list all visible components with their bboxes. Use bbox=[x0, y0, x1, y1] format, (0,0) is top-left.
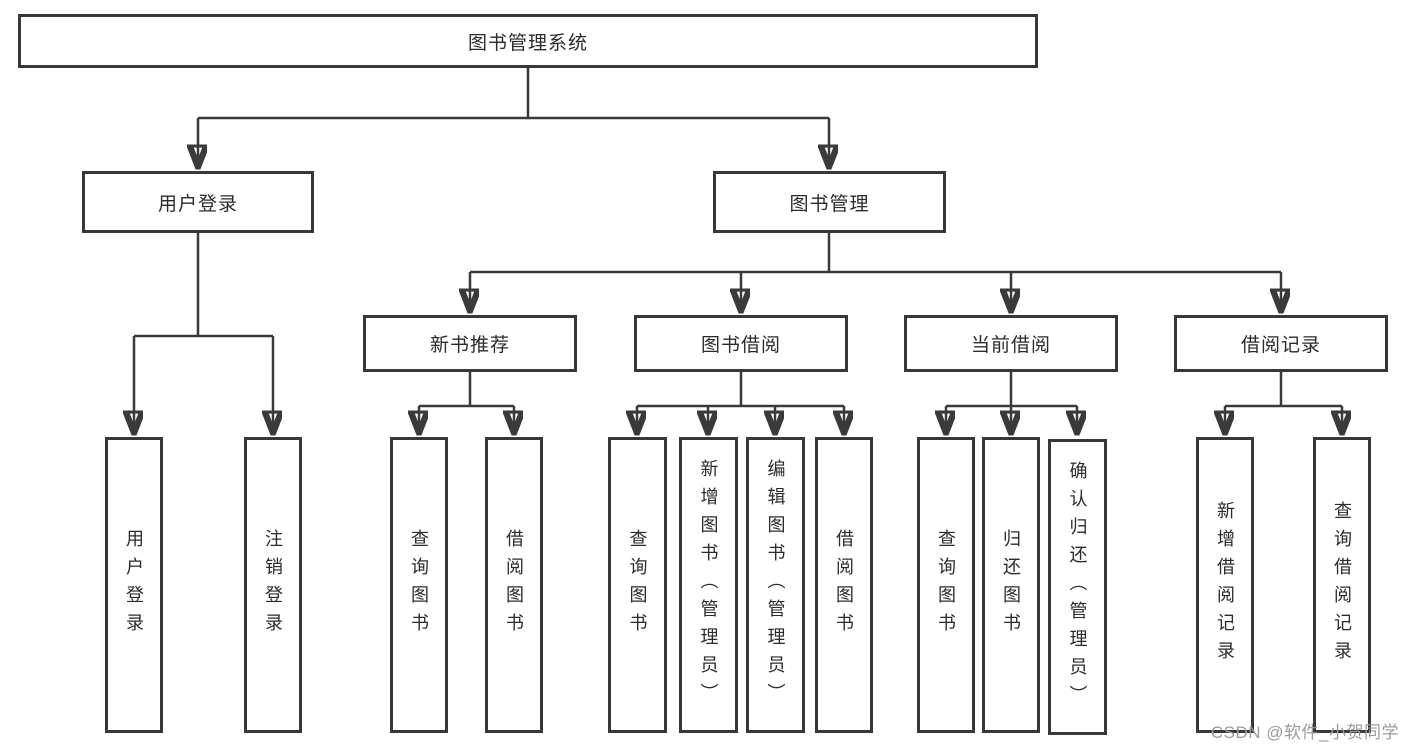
leaf-query-books-3: 查询图书 bbox=[917, 437, 975, 733]
leaf-query-books-2-label: 查询图书 bbox=[627, 529, 648, 641]
node-user-login-label: 用户登录 bbox=[157, 193, 238, 215]
node-book-management: 图书管理 bbox=[713, 171, 946, 233]
leaf-add-borrow-record: 新增借阅记录 bbox=[1196, 437, 1254, 733]
leaf-query-borrow-record-label: 查询借阅记录 bbox=[1332, 501, 1352, 669]
node-root: 图书管理系统 bbox=[18, 14, 1038, 68]
leaf-query-books-2: 查询图书 bbox=[608, 437, 667, 733]
leaf-edit-books-admin-label: 编辑图书（管理员） bbox=[765, 459, 786, 711]
csdn-watermark: CSDN @软件_小贺同学 bbox=[1210, 723, 1399, 742]
leaf-add-books-admin-label: 新增图书（管理员） bbox=[698, 459, 719, 711]
node-current-borrowing: 当前借阅 bbox=[904, 315, 1118, 372]
leaf-logout: 注销登录 bbox=[244, 437, 302, 733]
node-book-management-label: 图书管理 bbox=[789, 193, 870, 215]
leaf-query-borrow-record: 查询借阅记录 bbox=[1313, 437, 1371, 733]
node-borrowing-records: 借阅记录 bbox=[1174, 315, 1388, 372]
leaf-add-books-admin: 新增图书（管理员） bbox=[679, 437, 738, 733]
leaf-confirm-return-admin-label: 确认归还（管理员） bbox=[1067, 461, 1088, 713]
node-borrowing-records-label: 借阅记录 bbox=[1240, 335, 1321, 356]
leaf-confirm-return-admin: 确认归还（管理员） bbox=[1048, 439, 1107, 735]
leaf-borrow-books-2: 借阅图书 bbox=[815, 437, 873, 733]
node-user-login: 用户登录 bbox=[82, 171, 314, 233]
leaf-user-login: 用户登录 bbox=[105, 437, 163, 733]
node-new-book-recommendation-label: 新书推荐 bbox=[429, 335, 510, 356]
node-current-borrowing-label: 当前借阅 bbox=[970, 335, 1051, 356]
leaf-borrow-books-1: 借阅图书 bbox=[485, 437, 543, 733]
leaf-borrow-books-2-label: 借阅图书 bbox=[834, 529, 854, 641]
leaf-user-login-label: 用户登录 bbox=[124, 529, 144, 641]
leaf-return-books: 归还图书 bbox=[982, 437, 1040, 733]
leaf-edit-books-admin: 编辑图书（管理员） bbox=[746, 437, 805, 733]
node-new-book-recommendation: 新书推荐 bbox=[363, 315, 577, 372]
leaf-logout-label: 注销登录 bbox=[263, 529, 283, 641]
leaf-query-books-1-label: 查询图书 bbox=[409, 529, 429, 641]
node-root-label: 图书管理系统 bbox=[467, 32, 588, 54]
leaf-add-borrow-record-label: 新增借阅记录 bbox=[1215, 501, 1235, 669]
node-book-borrowing-label: 图书借阅 bbox=[700, 335, 781, 356]
leaf-return-books-label: 归还图书 bbox=[1001, 529, 1021, 641]
leaf-borrow-books-1-label: 借阅图书 bbox=[504, 529, 524, 641]
leaf-query-books-3-label: 查询图书 bbox=[936, 529, 956, 641]
node-book-borrowing: 图书借阅 bbox=[634, 315, 848, 372]
leaf-query-books-1: 查询图书 bbox=[390, 437, 448, 733]
